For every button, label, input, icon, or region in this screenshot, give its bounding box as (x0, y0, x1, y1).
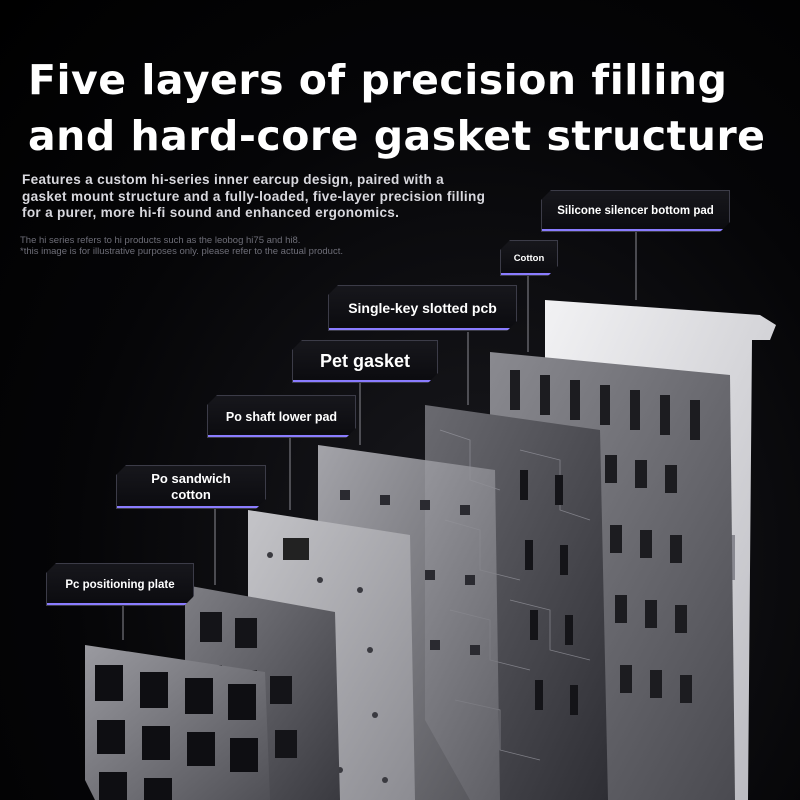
disclaimer-note: The hi series refers to hi products such… (20, 235, 420, 257)
disclaimer-line-1: The hi series refers to hi products such… (20, 235, 301, 246)
label-pc-positioning-plate: Pc positioning plate (46, 563, 194, 606)
pc-plate-layer (85, 645, 270, 800)
headline-line-1: Five layers of precision filling (28, 56, 728, 104)
label-cotton: Cotton (500, 240, 558, 276)
label-po-shaft-lower-pad: Po shaft lower pad (207, 395, 356, 438)
headline-line-2: and hard-core gasket structure (28, 112, 766, 160)
disclaimer-line-2: *this image is for illustrative purposes… (20, 246, 343, 257)
label-single-key-slotted-pcb: Single-key slotted pcb (328, 285, 517, 331)
headline: Five layers of precision filling and har… (28, 52, 766, 164)
leader-lines (122, 232, 637, 640)
feature-description: Features a custom hi-series inner earcup… (22, 172, 486, 220)
label-po-sandwich-cotton: Po sandwich cotton (116, 465, 266, 509)
label-silicone-silencer-pad: Silicone silencer bottom pad (541, 190, 730, 232)
label-pet-gasket: Pet gasket (292, 340, 438, 383)
